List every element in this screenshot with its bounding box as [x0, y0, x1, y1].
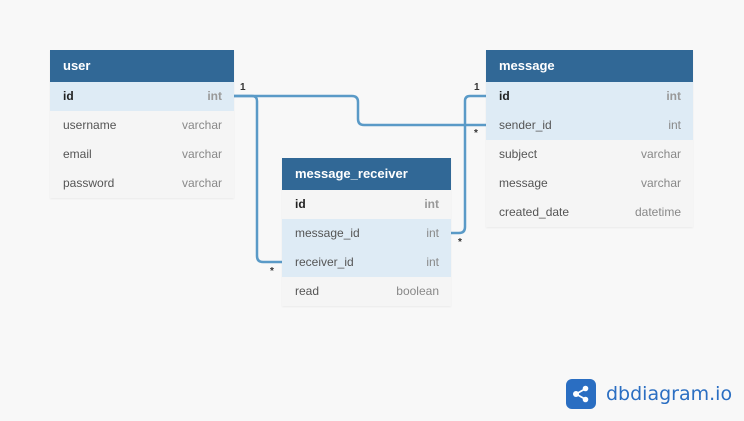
table-header[interactable]: message_receiver — [282, 158, 451, 190]
table-field-row[interactable]: message_id int — [282, 219, 451, 248]
cardinality-label: 1 — [474, 82, 480, 93]
field-type: varchar — [640, 176, 681, 190]
brand-name: dbdiagram.io — [606, 383, 733, 405]
field-name: receiver_id — [295, 255, 354, 269]
share-icon — [566, 379, 596, 409]
field-name: message — [499, 176, 548, 190]
field-name: email — [63, 147, 92, 161]
field-name: message_id — [295, 226, 360, 240]
field-type: varchar — [181, 118, 222, 132]
field-name: id — [499, 89, 510, 103]
table-field-row[interactable]: receiver_id int — [282, 248, 451, 277]
table-field-row[interactable]: sender_id int — [486, 111, 693, 140]
table-field-row[interactable]: id int — [50, 82, 234, 111]
field-type: int — [424, 197, 439, 211]
field-type: datetime — [634, 205, 681, 219]
table-field-row[interactable]: password varchar — [50, 169, 234, 198]
brand-logo[interactable]: dbdiagram.io — [566, 379, 732, 409]
field-type: int — [426, 226, 439, 240]
field-type: int — [668, 118, 681, 132]
table-field-row[interactable]: id int — [486, 82, 693, 111]
table-user[interactable]: user id int username varchar email varch… — [50, 50, 234, 198]
table-field-row[interactable]: created_date datetime — [486, 198, 693, 227]
field-type: int — [426, 255, 439, 269]
field-name: username — [63, 118, 117, 132]
table-field-row[interactable]: username varchar — [50, 111, 234, 140]
relation-message-to-receiver[interactable] — [451, 94, 486, 235]
field-name: sender_id — [499, 118, 552, 132]
field-type: int — [666, 89, 681, 103]
table-field-row[interactable]: email varchar — [50, 140, 234, 169]
relation-user-to-sender[interactable] — [234, 94, 486, 127]
table-field-row[interactable]: read boolean — [282, 277, 451, 306]
table-header[interactable]: user — [50, 50, 234, 82]
field-name: subject — [499, 147, 538, 161]
field-name: password — [63, 176, 115, 190]
field-type: varchar — [181, 147, 222, 161]
field-name: id — [63, 89, 74, 103]
cardinality-label: * — [270, 266, 274, 277]
table-message-receiver[interactable]: message_receiver id int message_id int r… — [282, 158, 451, 306]
cardinality-label: * — [458, 237, 462, 248]
table-field-row[interactable]: subject varchar — [486, 140, 693, 169]
field-name: created_date — [499, 205, 570, 219]
field-type: varchar — [640, 147, 681, 161]
table-message[interactable]: message id int sender_id int subject var… — [486, 50, 693, 227]
field-type: boolean — [396, 284, 439, 298]
table-header[interactable]: message — [486, 50, 693, 82]
cardinality-label: 1 — [240, 82, 246, 93]
relation-user-to-receiver[interactable] — [234, 94, 282, 264]
table-field-row[interactable]: message varchar — [486, 169, 693, 198]
cardinality-label: * — [474, 128, 478, 139]
field-name: id — [295, 197, 306, 211]
table-field-row[interactable]: id int — [282, 190, 451, 219]
field-type: varchar — [181, 176, 222, 190]
field-type: int — [207, 89, 222, 103]
field-name: read — [295, 284, 320, 298]
